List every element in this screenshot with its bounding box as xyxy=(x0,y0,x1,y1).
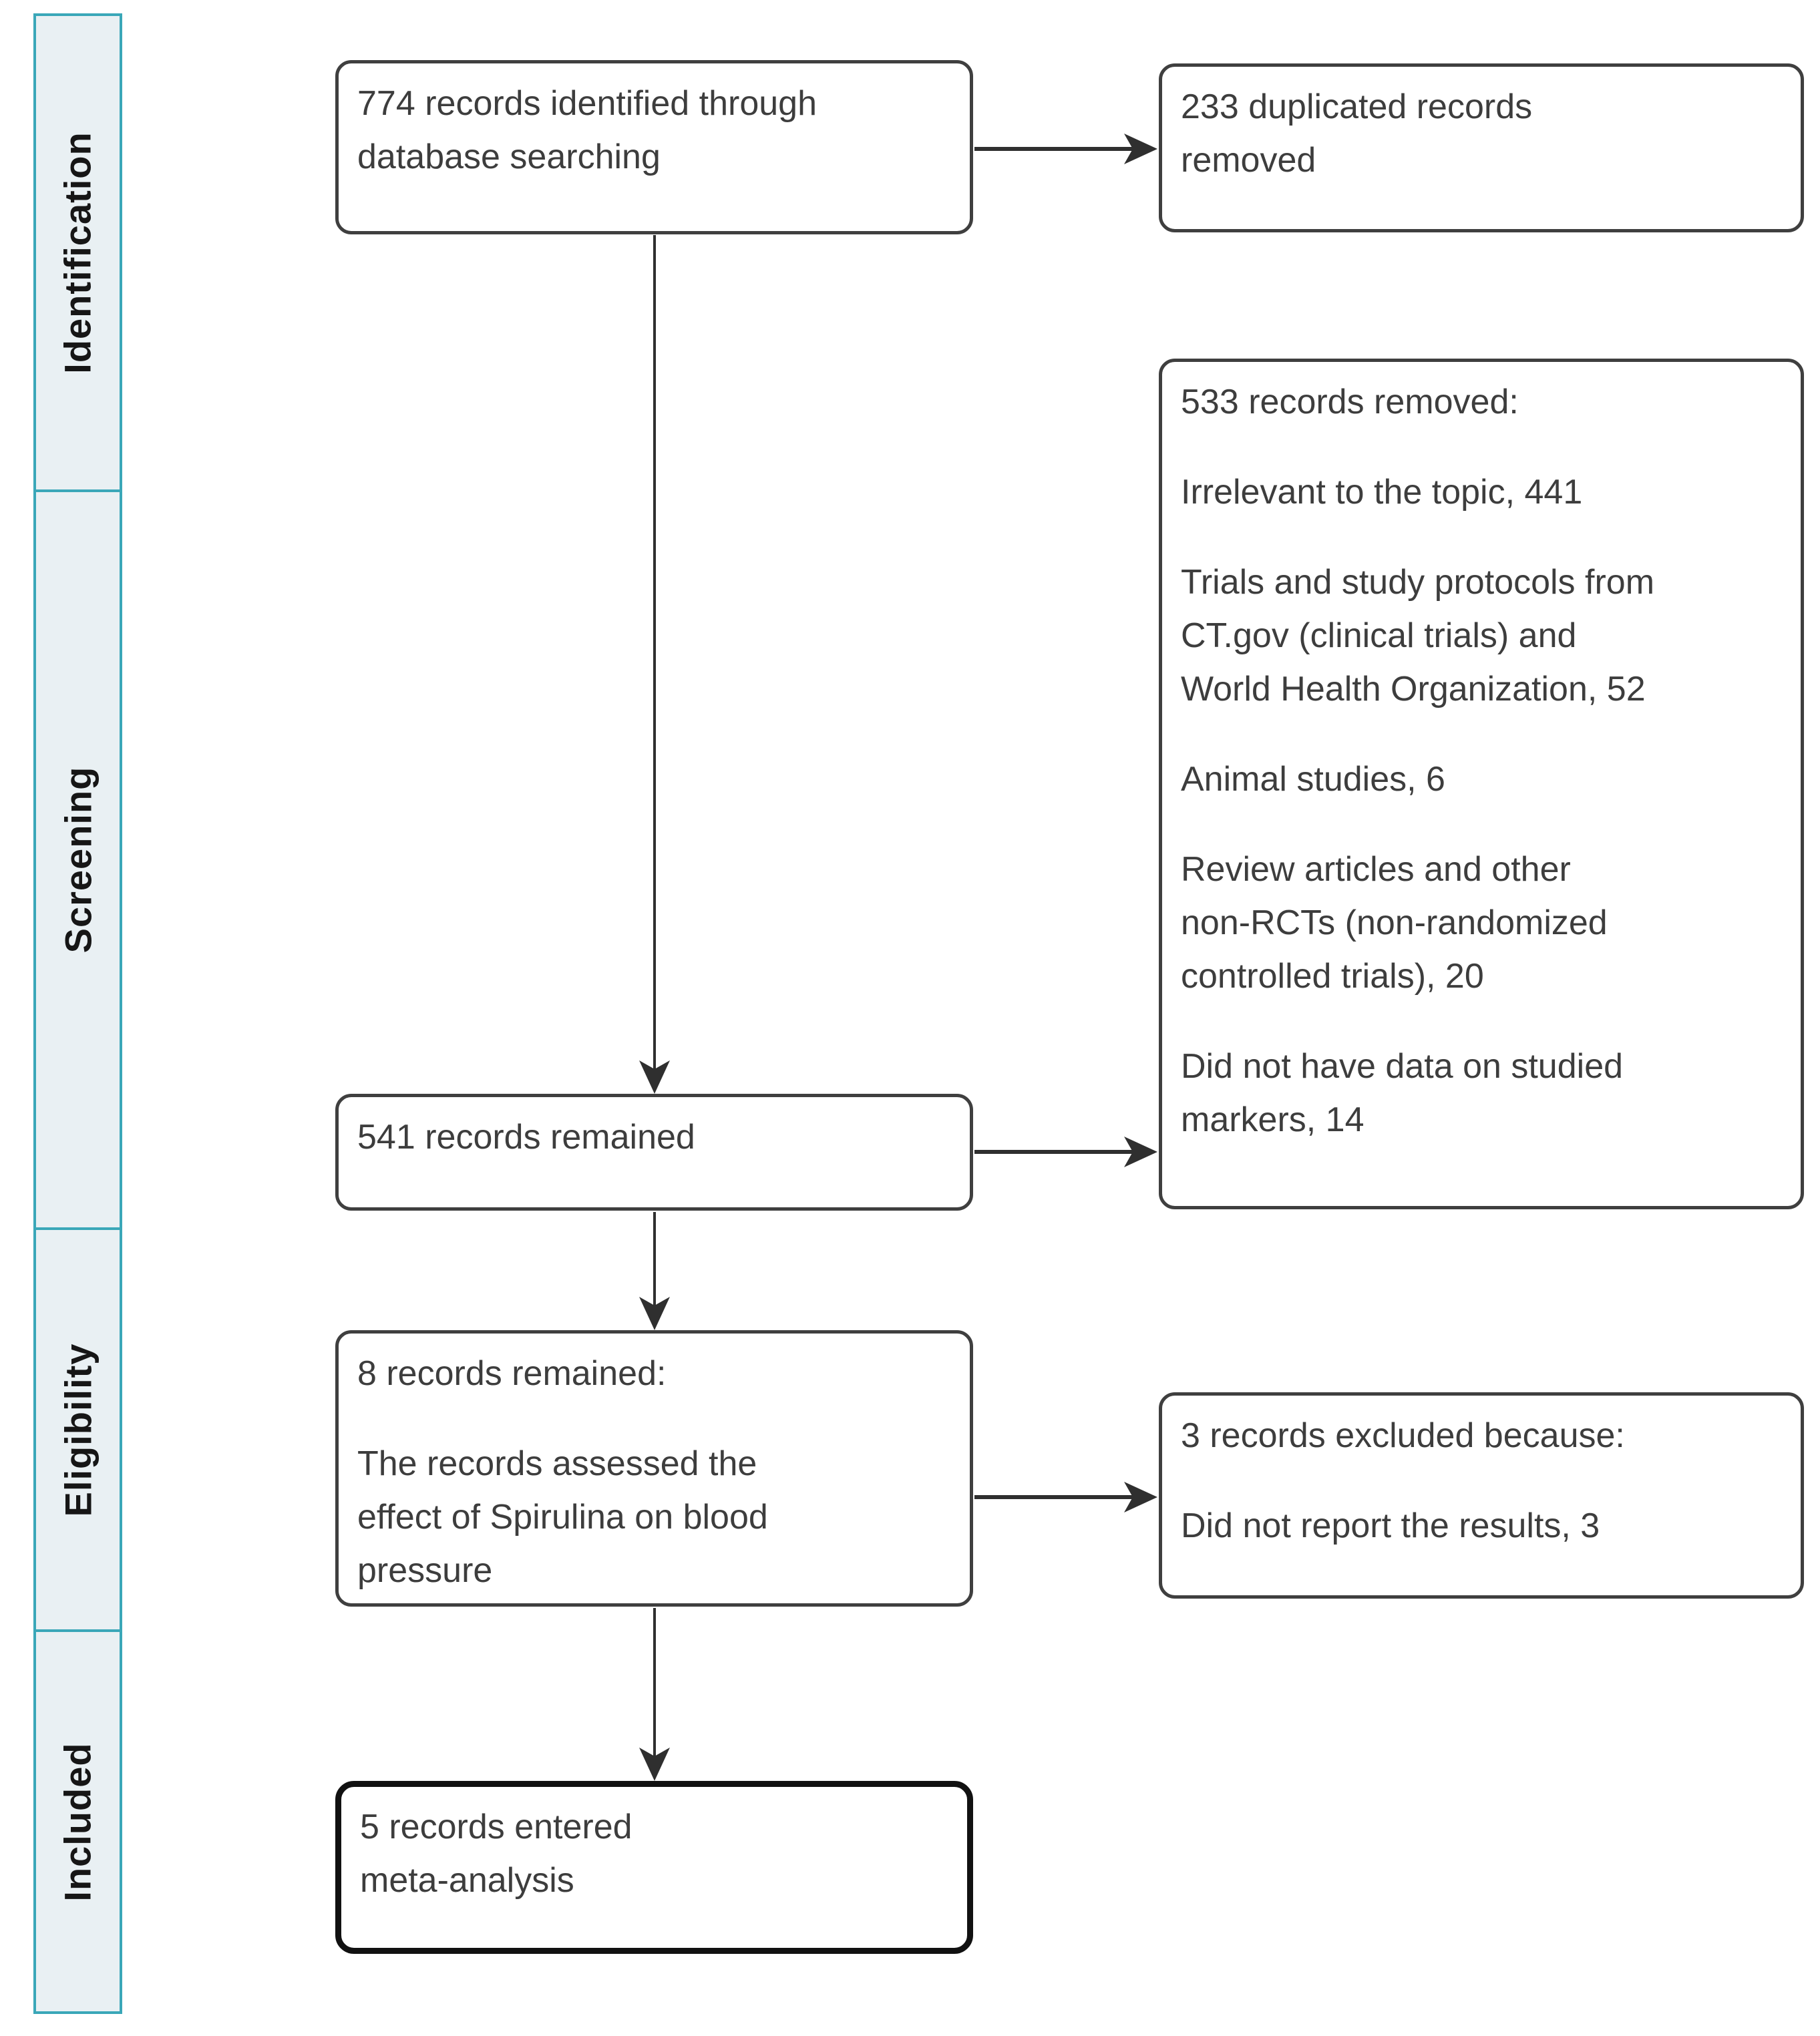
stage-eligibility: Eligibility xyxy=(33,1227,122,1632)
stage-included-label: Included xyxy=(57,1742,100,1902)
records-eligible-heading: 8 records remained: xyxy=(357,1354,667,1393)
arrow-identified-to-remained-icon xyxy=(639,235,670,1094)
box-records-removed: 533 records removed: Irrelevant to the t… xyxy=(1159,359,1804,1209)
box-records-remained: 541 records remained xyxy=(335,1094,973,1211)
stage-identification-label: Identification xyxy=(57,132,100,374)
arrow-remained-to-eligible-icon xyxy=(639,1212,670,1330)
arrow-eligible-to-included-icon xyxy=(639,1608,670,1781)
arrow-eligible-to-excluded-icon xyxy=(974,1482,1157,1512)
box-records-excluded: 3 records excluded because: Did not repo… xyxy=(1159,1392,1804,1599)
stage-screening: Screening xyxy=(33,489,122,1230)
stage-screening-label: Screening xyxy=(57,766,100,954)
records-excluded-reason: Did not report the results, 3 xyxy=(1181,1506,1600,1545)
records-removed-reason-animal: Animal studies, 6 xyxy=(1181,760,1445,799)
records-excluded-heading: 3 records excluded because: xyxy=(1181,1416,1625,1455)
arrow-identified-to-duplicates-icon xyxy=(974,134,1157,164)
records-removed-reason-irrelevant: Irrelevant to the topic, 441 xyxy=(1181,473,1583,512)
records-removed-heading: 533 records removed: xyxy=(1181,383,1519,421)
stage-identification: Identification xyxy=(33,13,122,492)
records-remained-text: 541 records remained xyxy=(357,1118,695,1157)
box-records-eligible: 8 records remained: The records assessed… xyxy=(335,1330,973,1607)
stage-included: Included xyxy=(33,1629,122,2014)
stage-eligibility-label: Eligibility xyxy=(57,1343,100,1516)
arrow-remained-to-removed-icon xyxy=(974,1137,1157,1167)
